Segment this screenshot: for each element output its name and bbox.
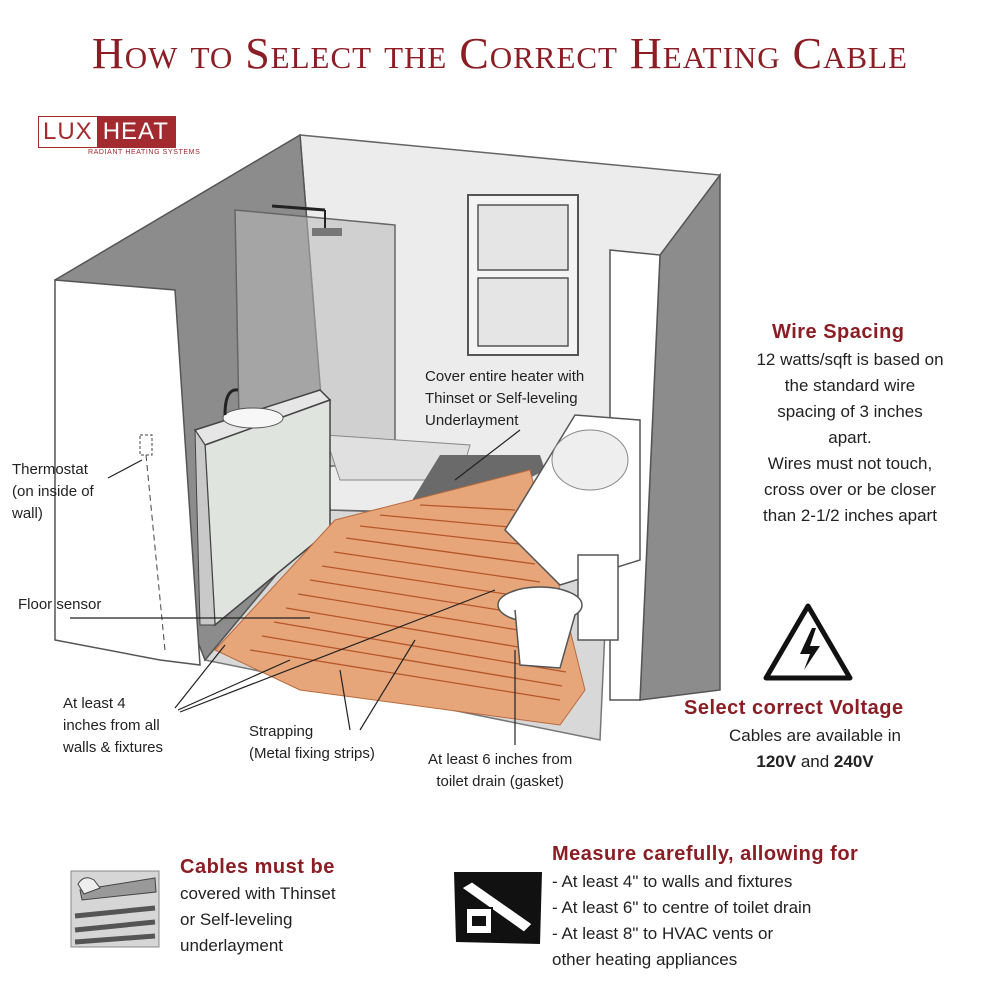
- measure-heading: Measure carefully, allowing for: [552, 843, 859, 865]
- callout-distance-walls: At least 4 inches from all walls & fixtu…: [63, 695, 164, 756]
- toilet-tank: [577, 554, 619, 641]
- luxheat-logo: LUX HEAT RADIANT HEATING SYSTEMS: [38, 116, 208, 160]
- heating-mat: [214, 469, 586, 726]
- callout-strapping: Strapping (Metal fixing strips): [249, 723, 375, 762]
- logo-tagline: RADIANT HEATING SYSTEMS: [88, 149, 201, 156]
- trowel-icon: [70, 870, 160, 948]
- callout-cover: Cover entire heater with Thinset or Self…: [425, 368, 585, 429]
- voltage-240: 240V: [833, 752, 874, 771]
- cables-covered-text: covered with Thinset or Self-leveling un…: [180, 884, 336, 955]
- faucet: [223, 388, 239, 416]
- sink: [222, 407, 284, 429]
- callout-toilet: At least 6 inches from toilet drain (gas…: [428, 751, 573, 790]
- logo-heat: HEAT: [96, 117, 175, 147]
- wire-spacing-heading: Wire Spacing: [772, 321, 905, 343]
- wire-spacing-text: 12 watts/sqft is based on the standard w…: [756, 350, 944, 525]
- callout-thermostat: Thermostat (on inside of wall): [12, 461, 94, 522]
- tape-measure-icon: [454, 872, 542, 944]
- voltage-text: Cables are available in 120V and 240V: [729, 726, 901, 771]
- page-title: How to Select the Correct Heating Cable: [92, 29, 908, 78]
- leader-lines: [70, 429, 521, 745]
- measure-text: - At least 4" to walls and fixtures - At…: [552, 872, 812, 969]
- warning-electric-icon: [763, 603, 853, 681]
- callout-floor-sensor: Floor sensor: [18, 596, 102, 613]
- left-wall-end: [54, 279, 201, 666]
- voltage-heading: Select correct Voltage: [684, 697, 904, 719]
- logo-lux: LUX: [39, 117, 97, 147]
- voltage-120: 120V: [756, 752, 797, 771]
- cables-covered-heading: Cables must be: [180, 856, 335, 878]
